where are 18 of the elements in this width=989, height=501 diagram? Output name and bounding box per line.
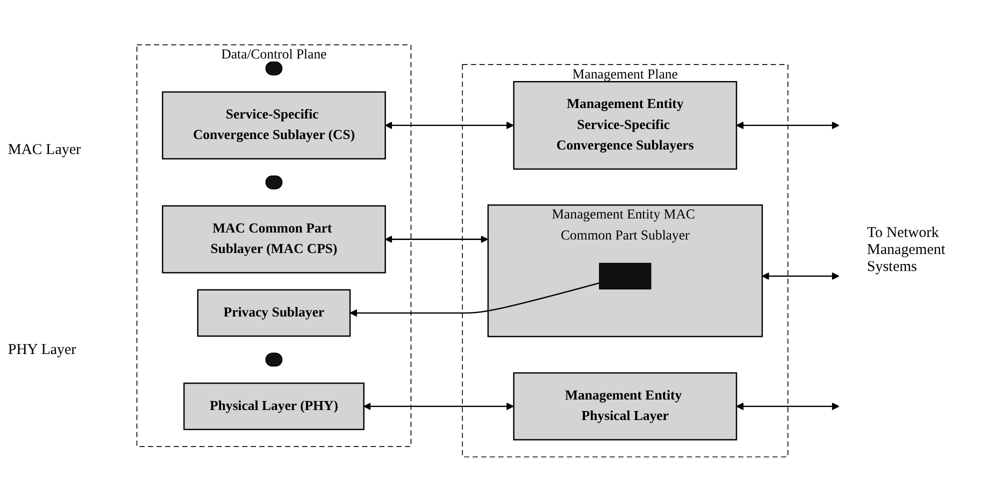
arrow	[736, 121, 840, 129]
cluster: Management Entity MAC Common Part Sublayer	[487, 204, 763, 337]
arrow	[350, 282, 600, 316]
node-box: Management Entity Physical Layer	[513, 372, 738, 440]
node-box: Privacy Sublayer	[197, 288, 351, 336]
node-box: Physical Layer (PHY)	[183, 382, 364, 430]
layer-label: MAC Layer	[8, 142, 82, 159]
arrow	[384, 121, 514, 129]
arrow	[363, 402, 514, 410]
node-box	[599, 262, 652, 290]
arrow	[762, 272, 840, 280]
arrow	[384, 235, 488, 243]
node-box: MAC Common Part Sublayer (MAC CPS)	[162, 204, 386, 273]
layer-label: PHY Layer	[8, 342, 78, 359]
arrow	[736, 402, 840, 410]
node-box: Management Entity Service-Specific Convergence Sublayers	[513, 80, 738, 170]
node-box: Service-Specific Convergence Sublayer (CS)	[162, 90, 386, 160]
destination-label: To Network Management Systems	[867, 225, 946, 276]
